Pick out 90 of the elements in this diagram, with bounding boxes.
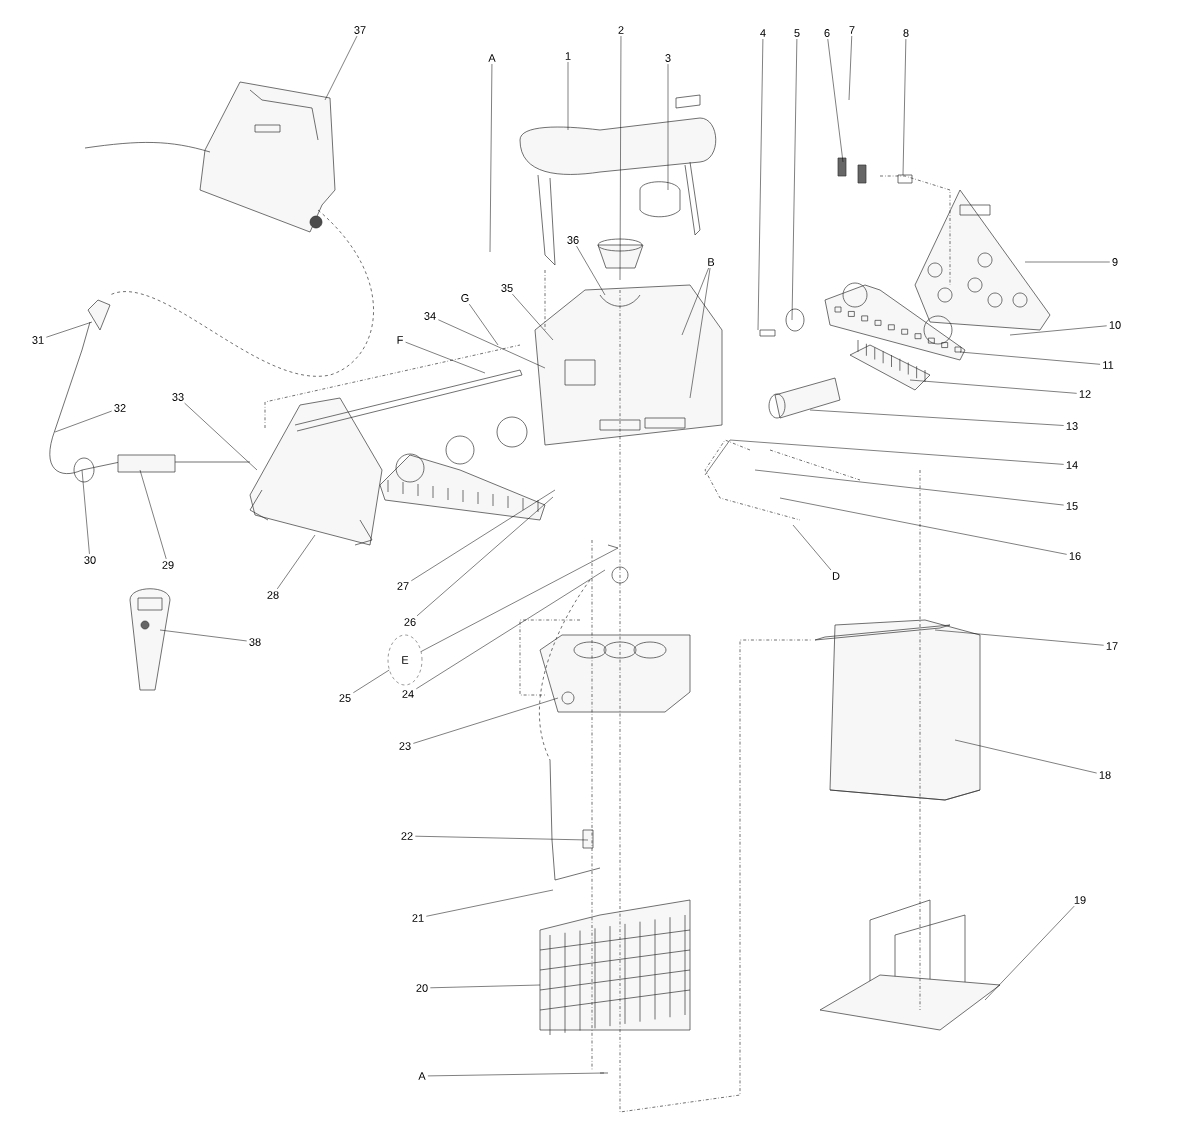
callout-label: 17 — [1106, 642, 1118, 650]
leader-line — [667, 63, 669, 191]
leader-line — [619, 35, 622, 281]
callout-label: 15 — [1066, 502, 1078, 510]
leader-line — [909, 379, 1077, 394]
leader-line — [324, 35, 358, 101]
leader-line — [46, 321, 93, 338]
callout-label: 23 — [399, 742, 411, 750]
leader-line — [809, 409, 1064, 426]
callout-label: A — [488, 54, 496, 62]
callout-label: 29 — [162, 561, 174, 569]
leader-line — [411, 489, 556, 581]
callout-label: 2 — [618, 26, 624, 34]
callout-label: 9 — [1112, 258, 1118, 266]
callout-label: 10 — [1109, 321, 1121, 329]
leader-line — [934, 629, 1104, 646]
leader-line — [159, 629, 247, 642]
leader-line — [184, 402, 258, 471]
leader-line — [415, 835, 589, 841]
callout-label: 5 — [794, 29, 800, 37]
leader-line — [757, 38, 764, 331]
leader-line — [416, 569, 606, 690]
callout-label: D — [832, 572, 840, 580]
leader-line — [353, 669, 390, 693]
callout-label: 7 — [849, 26, 855, 34]
callout-label: 26 — [404, 618, 416, 626]
callout-label: 19 — [1074, 896, 1086, 904]
leader-line — [567, 61, 569, 131]
callout-label: F — [397, 336, 403, 344]
callout-label: B — [708, 258, 715, 266]
callout-label: 28 — [267, 591, 279, 599]
leader-line — [792, 524, 832, 571]
leader-line — [469, 303, 499, 346]
leader-line — [827, 38, 844, 163]
leader-line — [420, 547, 619, 652]
leader-line — [954, 739, 1097, 774]
leader-line — [139, 469, 167, 560]
leader-line — [689, 267, 711, 399]
leader-line — [81, 469, 90, 555]
callout-label: 21 — [412, 914, 424, 922]
callout-label: 25 — [339, 694, 351, 702]
callout-label: 35 — [501, 284, 513, 292]
leader-line — [427, 1072, 605, 1077]
callout-label: 34 — [424, 312, 436, 320]
leader-line — [791, 38, 798, 321]
callout-label: 32 — [114, 404, 126, 412]
leader-line — [681, 267, 709, 336]
leader-line — [413, 697, 559, 744]
callout-label: 38 — [249, 638, 261, 646]
callout-label: 30 — [84, 556, 96, 564]
leader-line — [959, 351, 1101, 365]
callout-label: 11 — [1103, 361, 1114, 369]
callout-label: A — [418, 1072, 426, 1080]
callout-label: 6 — [824, 29, 830, 37]
callout-label: 33 — [172, 393, 184, 401]
leader-line — [704, 439, 1064, 476]
callout-label: 14 — [1066, 461, 1078, 469]
callout-label: 22 — [401, 832, 413, 840]
leader-line — [438, 319, 546, 369]
callout-label: 8 — [903, 29, 909, 37]
callout-label: 3 — [665, 54, 671, 62]
callout-label: 16 — [1069, 552, 1081, 560]
leader-line — [984, 905, 1075, 1001]
callout-label: 4 — [760, 29, 766, 37]
callout-label: 24 — [402, 690, 414, 698]
callout-label: 20 — [416, 984, 428, 992]
callout-label: G — [461, 294, 469, 302]
callout-label: 1 — [565, 52, 571, 60]
leader-line — [416, 496, 554, 617]
leader-line — [512, 293, 554, 341]
callout-label: 18 — [1099, 771, 1111, 779]
leader-line — [902, 38, 907, 176]
leader-line — [405, 341, 486, 374]
leader-line — [54, 410, 112, 433]
leader-line — [1024, 261, 1110, 263]
leader-line — [489, 63, 493, 253]
callout-label: 36 — [567, 236, 579, 244]
callout-label: 13 — [1066, 422, 1078, 430]
leader-line — [754, 469, 1064, 506]
leader-line — [430, 984, 541, 989]
callout-label: 37 — [354, 26, 366, 34]
callout-label: 12 — [1079, 390, 1091, 398]
leader-line — [1009, 325, 1107, 336]
leader-line — [779, 497, 1067, 555]
callout-label: 27 — [397, 582, 409, 590]
leader-line — [848, 35, 852, 101]
leader-line — [277, 534, 316, 590]
callout-label: 31 — [32, 336, 44, 344]
leader-line — [426, 889, 554, 917]
leader-line — [576, 245, 606, 296]
